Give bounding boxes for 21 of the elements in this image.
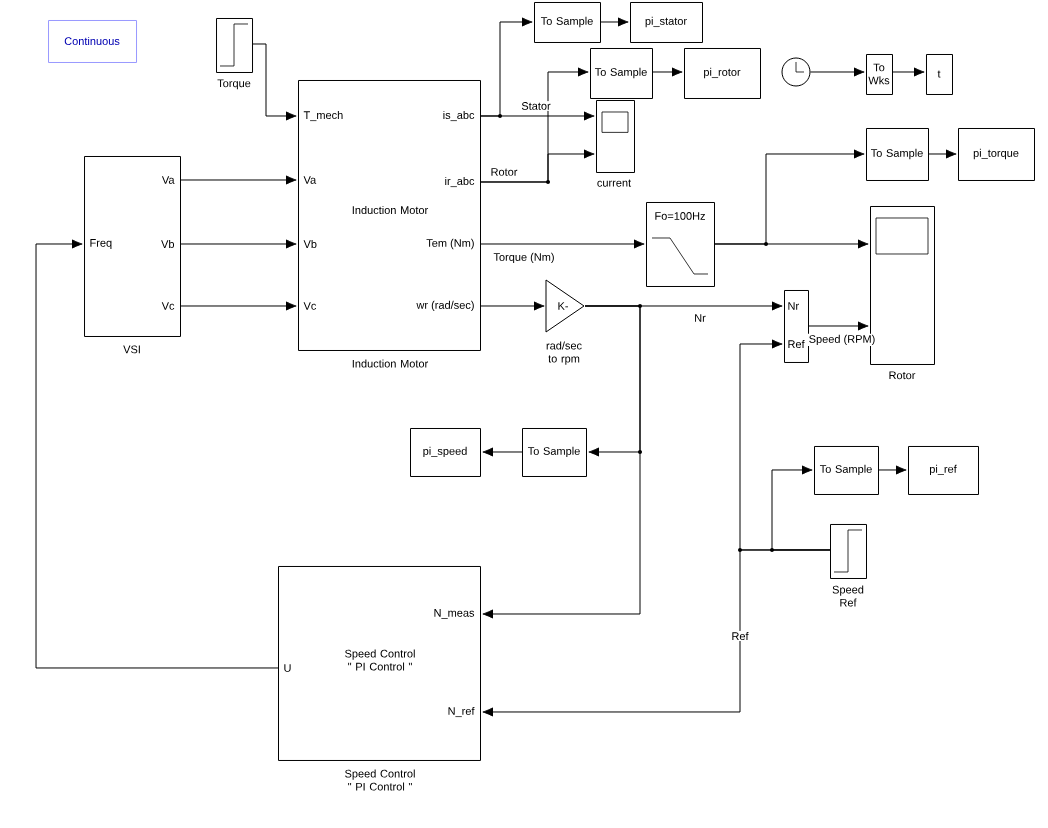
clock-block xyxy=(781,57,811,87)
connector xyxy=(652,67,683,77)
connector xyxy=(810,67,865,77)
connector xyxy=(482,447,523,457)
connector xyxy=(35,239,279,669)
connector xyxy=(892,67,925,77)
connector xyxy=(480,239,645,249)
connector xyxy=(180,239,297,249)
connector xyxy=(878,465,907,475)
connector xyxy=(482,305,641,619)
connector xyxy=(600,17,629,27)
connector xyxy=(808,321,869,331)
connector xyxy=(480,111,595,121)
connector xyxy=(180,301,297,311)
connector xyxy=(928,149,957,159)
connector xyxy=(252,43,297,121)
connector xyxy=(180,175,297,185)
connector xyxy=(480,149,595,183)
connector xyxy=(771,465,831,551)
connector xyxy=(714,239,869,249)
connector xyxy=(480,301,545,311)
